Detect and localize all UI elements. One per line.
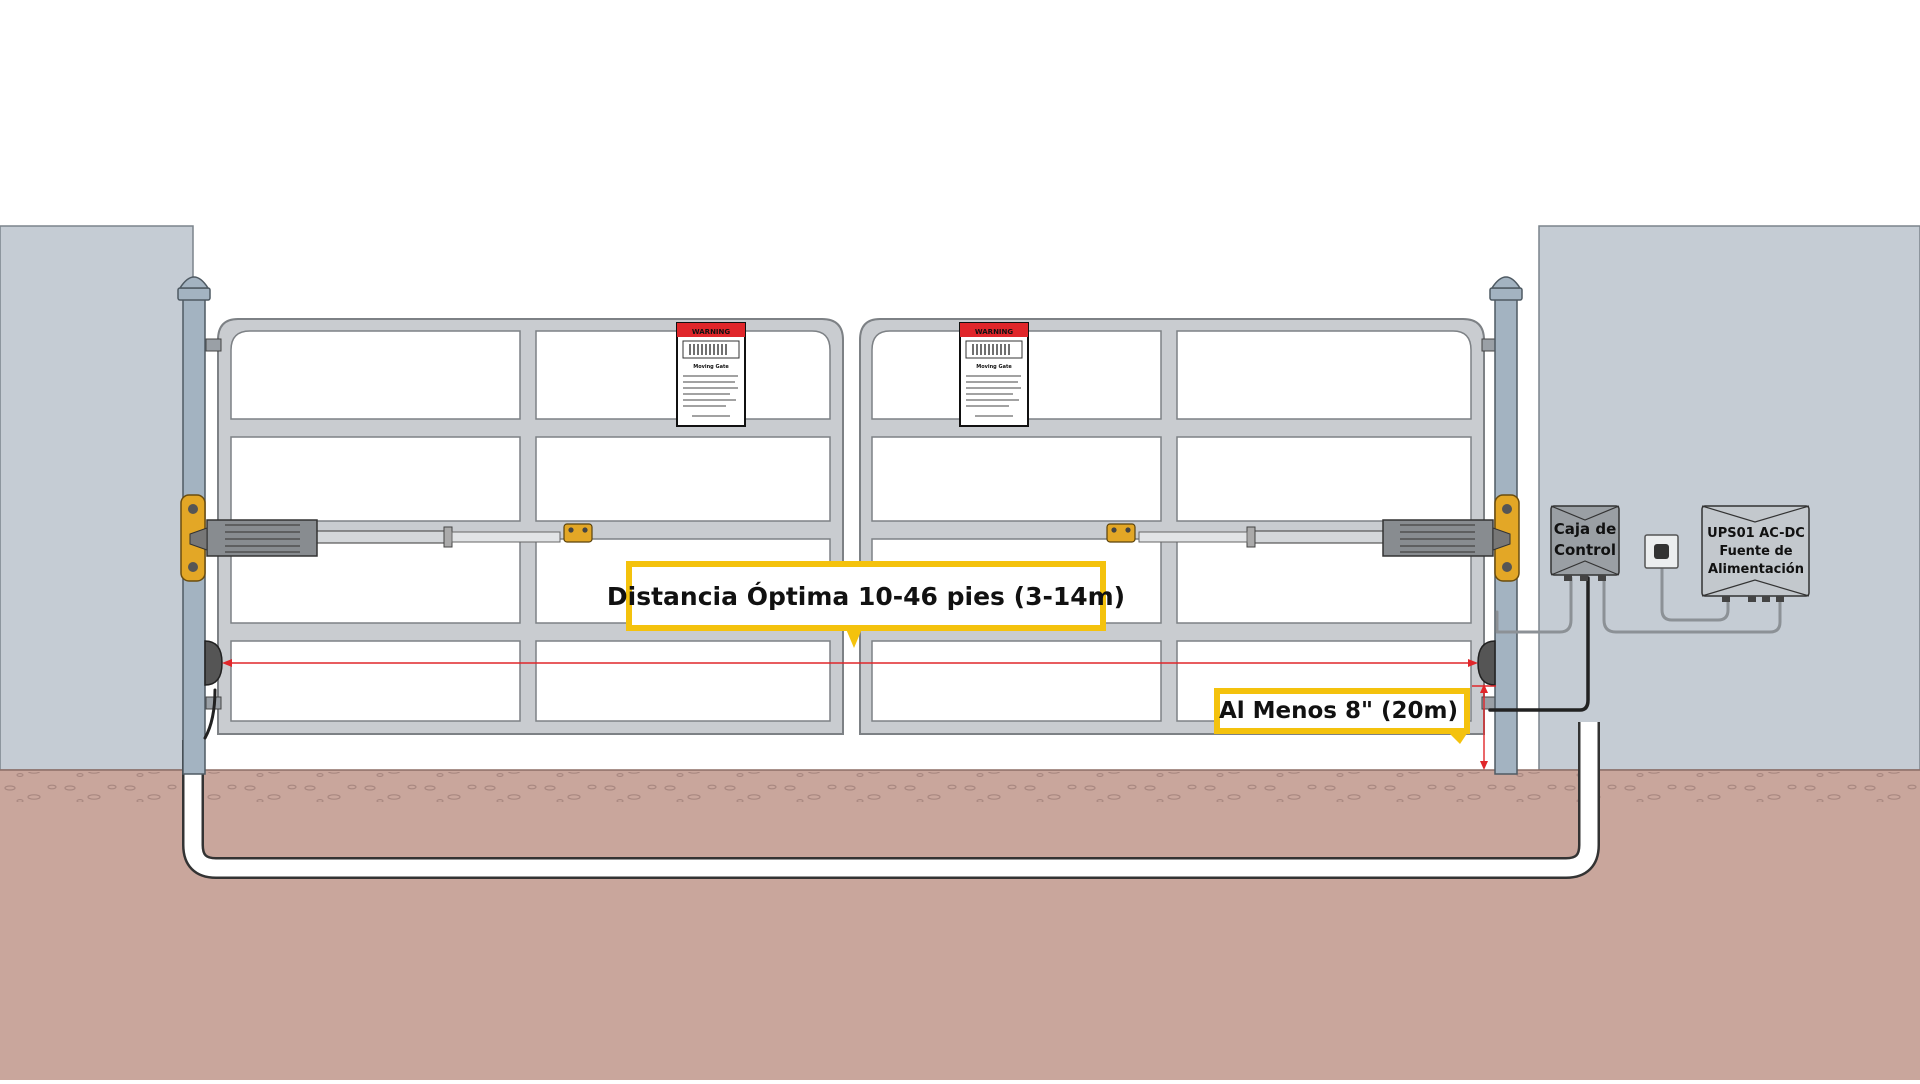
height-measure-line (1472, 684, 1496, 770)
svg-text:Moving Gate: Moving Gate (693, 364, 729, 370)
svg-text:WARNING: WARNING (692, 328, 731, 336)
power-supply-box: UPS01 AC-DC Fuente de Alimentación (1701, 505, 1810, 602)
gate-opener-arm-icon (180, 494, 593, 582)
warning-sign-icon: WARNING Moving Gate (676, 322, 746, 427)
distance-callout: Distancia Óptima 10-46 pies (3-14m) (607, 561, 1125, 631)
photocell-sensor-icon (1477, 640, 1496, 686)
svg-text:Caja de: Caja de (1554, 520, 1617, 538)
photocell-sensor-icon (204, 640, 223, 686)
svg-text:Fuente de: Fuente de (1719, 544, 1792, 559)
distance-callout-pointer (846, 629, 862, 648)
min-height-callout-pointer (1448, 732, 1468, 744)
svg-text:WARNING: WARNING (975, 328, 1014, 336)
left-wall (0, 225, 194, 771)
svg-text:UPS01 AC-DC: UPS01 AC-DC (1707, 526, 1805, 541)
svg-text:Alimentación: Alimentación (1708, 562, 1804, 577)
min-height-label: Al Menos 8" (20m) (1218, 698, 1458, 724)
right-wall (1538, 225, 1920, 771)
gate-opener-arm-icon (1106, 494, 1520, 582)
control-box: Caja de Control (1550, 505, 1620, 581)
keypad-icon (1644, 534, 1679, 569)
distance-label: Distancia Óptima 10-46 pies (3-14m) (606, 581, 1126, 611)
min-height-callout: Al Menos 8" (20m) (1214, 688, 1470, 734)
svg-text:Control: Control (1554, 541, 1616, 559)
distance-measure-line (222, 659, 1478, 667)
wiring (203, 564, 1782, 740)
warning-sign-icon: WARNING Moving Gate (959, 322, 1029, 427)
svg-text:Moving Gate: Moving Gate (976, 364, 1012, 370)
ground (0, 770, 1920, 1080)
ground-pebbles (0, 772, 1920, 802)
